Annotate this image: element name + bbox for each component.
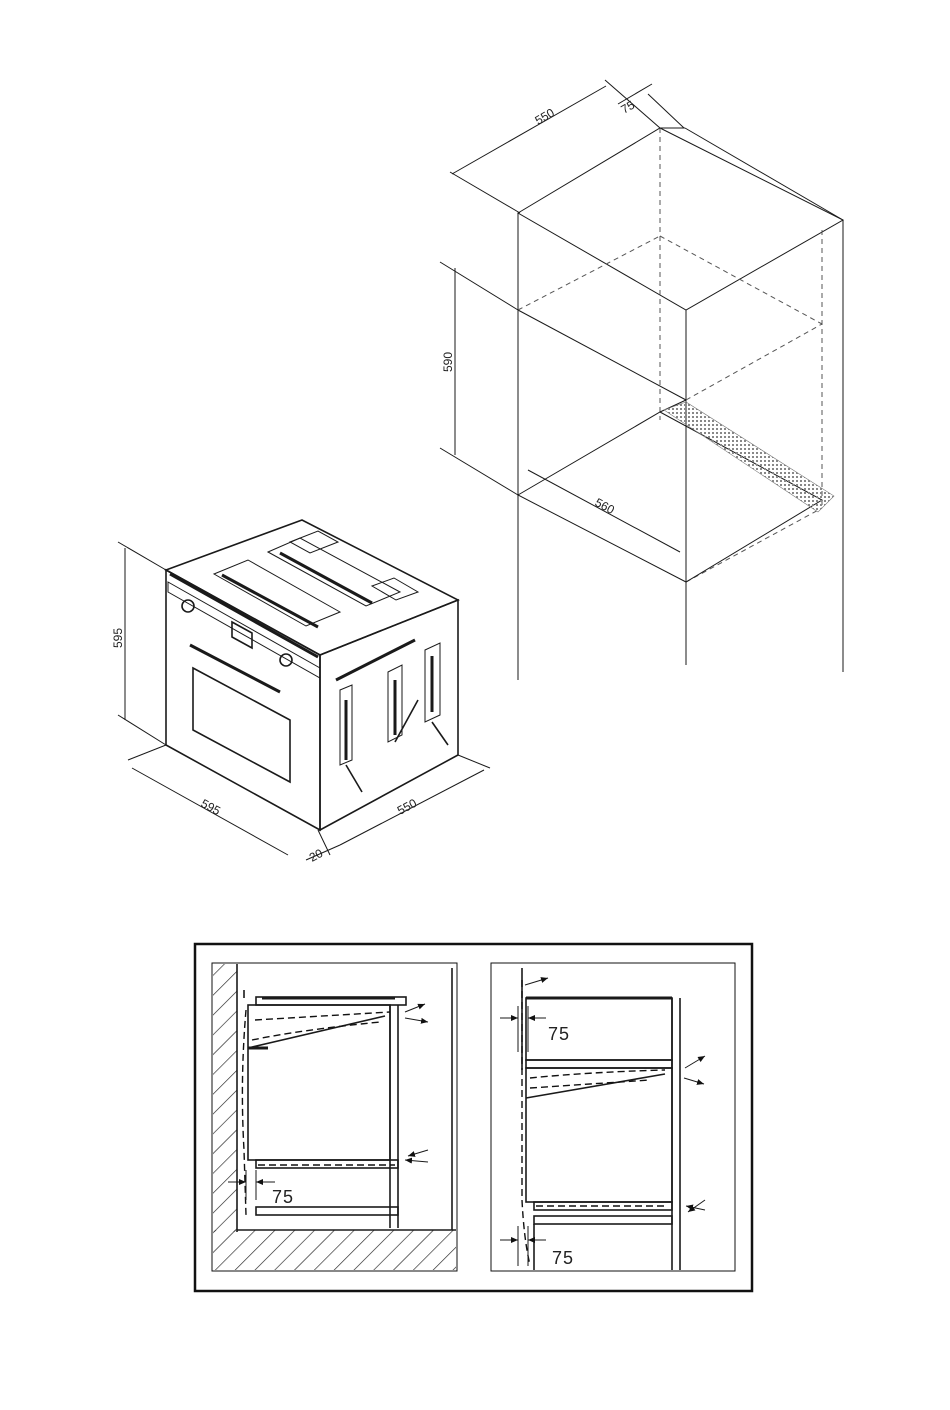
cabinet-height-label: 590 xyxy=(441,352,455,372)
cabinet-width-label: 560 xyxy=(593,495,618,517)
column-bottom-gap-label: 75 xyxy=(552,1248,574,1268)
cabinet-depth-label: 550 xyxy=(533,105,558,127)
oven-front-label: 20 xyxy=(307,846,326,865)
ventilation-diagram: 75 xyxy=(195,944,752,1291)
column-panel: 75 75 xyxy=(491,963,735,1271)
oven-drawing: 595 595 550 20 xyxy=(111,520,490,865)
cabinet-offset-label: 75 xyxy=(619,98,638,117)
cabinet-drawing: 550 75 590 560 xyxy=(440,80,843,680)
under-counter-gap-label: 75 xyxy=(272,1187,294,1207)
oven-height-label: 595 xyxy=(111,628,125,648)
under-counter-panel: 75 xyxy=(212,963,457,1271)
column-top-gap-label: 75 xyxy=(548,1024,570,1044)
oven-width-label: 595 xyxy=(199,796,224,818)
